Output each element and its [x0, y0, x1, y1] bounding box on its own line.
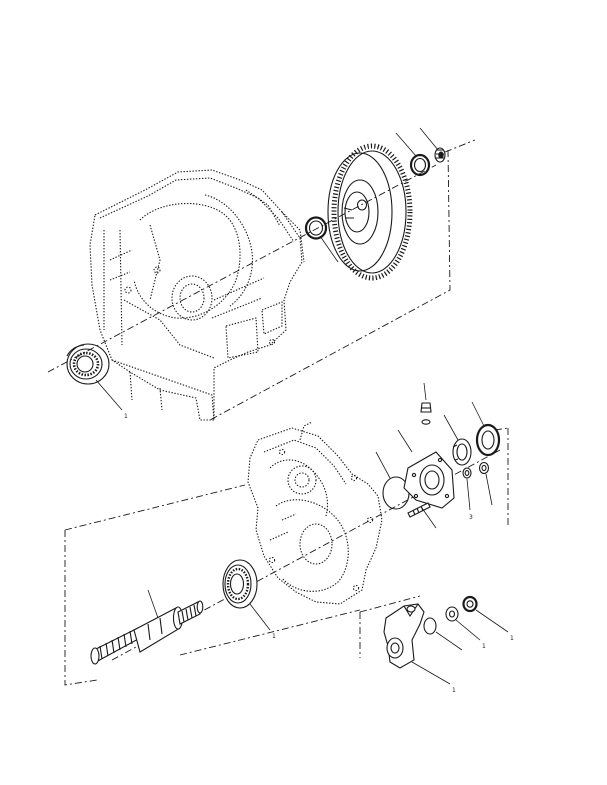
bearing-retainer-cover [403, 451, 455, 509]
housing-ball-bearing [66, 343, 110, 385]
output-gear [327, 143, 413, 281]
callout-yoke: 1 [452, 687, 456, 694]
yoke-washer [445, 606, 459, 622]
drive-yoke [383, 603, 425, 669]
callout-yoke-nut: 1 [510, 635, 514, 642]
lower-assembly-outline [64, 427, 509, 686]
transmission-housing [89, 169, 305, 421]
output-shaft [90, 600, 204, 665]
upper-assembly-outline [209, 139, 476, 421]
callout-cover-washer: 3 [469, 514, 473, 521]
leader-lines [95, 127, 509, 685]
callout-yoke-seal: 1 [482, 643, 486, 650]
cover-lock-nut [478, 461, 490, 475]
cover-washer [462, 467, 472, 479]
yoke-subassembly-outline [359, 595, 421, 658]
callout-shaft-bearing: 1 [272, 633, 276, 640]
breather-fitting [420, 402, 432, 425]
roller-bearing [452, 438, 472, 466]
snap-ring-gear-outer [409, 153, 431, 177]
callout-bearing-left: 1 [124, 413, 128, 420]
gear-retaining-nut [434, 147, 446, 163]
yoke-seal-ring [423, 617, 437, 635]
yoke-nut [462, 595, 478, 613]
snap-ring-gear-inner [304, 216, 328, 240]
callouts: 1 1 1 1 1 3 [124, 413, 514, 694]
shaft-ball-bearing [222, 559, 258, 609]
oil-seal [475, 423, 501, 457]
rear-housing-cover [247, 421, 383, 605]
